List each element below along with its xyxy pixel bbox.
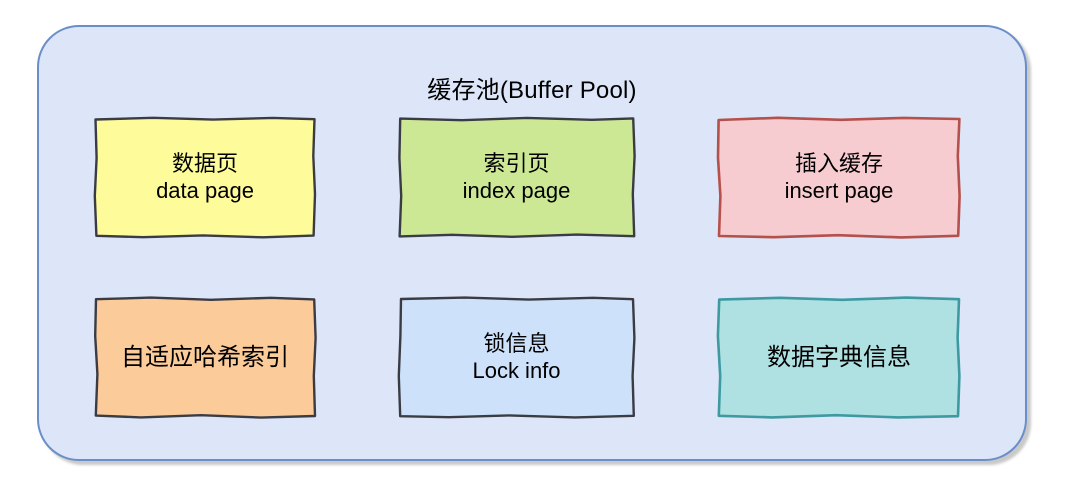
sketchy-rect-index-page xyxy=(398,116,636,238)
node-index-page[interactable]: 索引页 index page xyxy=(397,116,636,239)
sketchy-rect-insert-page xyxy=(716,116,961,239)
sketchy-rect-data-dictionary-info xyxy=(716,296,961,419)
sketchy-rect-adaptive-hash-index xyxy=(94,296,317,419)
sketchy-rect-data-page xyxy=(93,116,317,239)
sketchy-rect-lock-info xyxy=(397,296,636,419)
buffer-pool-title: 缓存池(Buffer Pool) xyxy=(427,77,637,104)
node-lock-info[interactable]: 锁信息 Lock info xyxy=(397,296,636,419)
node-data-page[interactable]: 数据页 data page xyxy=(93,116,317,239)
node-data-dictionary-info[interactable]: 数据字典信息 xyxy=(716,296,962,419)
node-adaptive-hash-index[interactable]: 自适应哈希索引 xyxy=(93,296,317,419)
node-insert-page[interactable]: 插入缓存 insert page xyxy=(716,116,962,239)
